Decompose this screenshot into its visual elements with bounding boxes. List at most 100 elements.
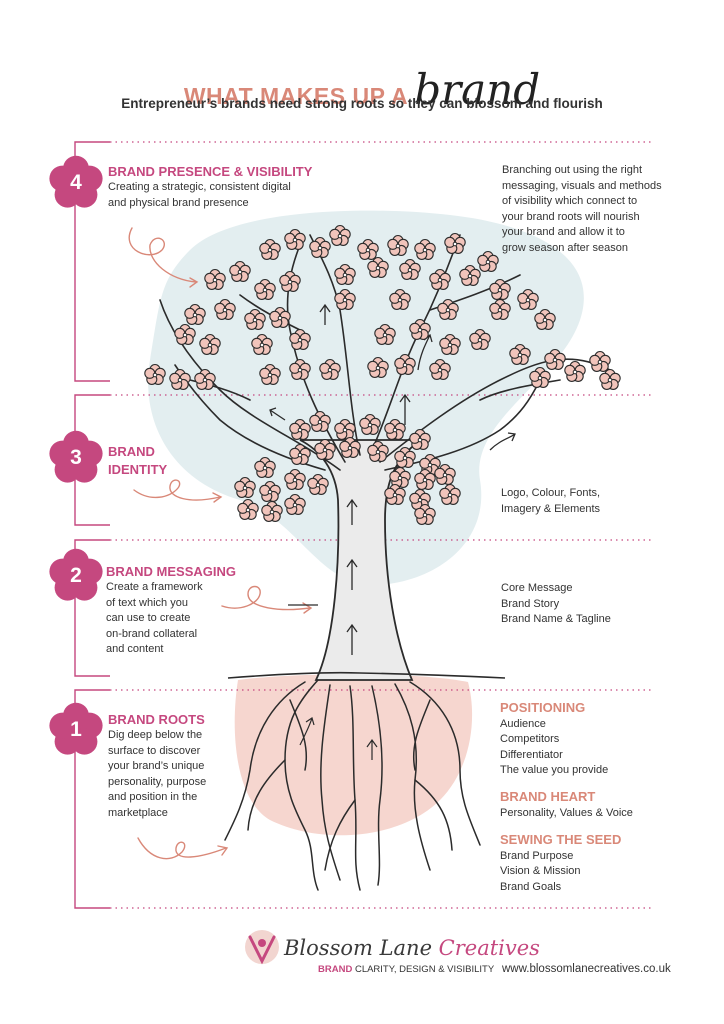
root-arrows: [299, 717, 378, 760]
body-line: can use to create: [106, 612, 191, 625]
flower-icon: [509, 343, 531, 365]
tagline-key: BRAND: [318, 964, 353, 975]
website-url[interactable]: www.blossomlanecreatives.co.uk: [502, 963, 671, 975]
number-badge-flower-icon: [49, 430, 103, 483]
flower-icon: [599, 368, 621, 390]
page-subtitle: Entrepreneur’s brands need strong roots …: [121, 96, 603, 111]
section-brackets: [74, 141, 110, 909]
flower-icon: [284, 468, 306, 490]
logo-part1: Blossom Lane: [284, 936, 439, 960]
logo-part2: Creatives: [438, 936, 540, 960]
logo-monogram-icon: [245, 930, 279, 965]
flower-icon: [289, 358, 311, 380]
blossoms: [144, 224, 621, 525]
section-1-number: 1: [70, 718, 82, 741]
section-3-number: 3: [70, 446, 82, 469]
section-4-body: Creating a strategic, consistent digital…: [108, 180, 291, 211]
flower-icon: [414, 503, 436, 525]
growth-arrows: [269, 303, 516, 655]
flower-icon: [259, 480, 281, 502]
section-3-right-list: Logo, Colour, Fonts, Imagery & Elements: [501, 486, 600, 517]
sewing-the-seed-group: SEWING THE SEED Brand Purpose Vision & M…: [500, 831, 621, 895]
flower-icon: [437, 298, 459, 320]
flower-icon: [339, 436, 361, 458]
flower-icon: [289, 443, 311, 465]
list-item: Competitors: [500, 733, 560, 746]
list-item: Vision & Mission: [500, 865, 581, 878]
flower-icon: [367, 256, 389, 278]
flower-icon: [429, 358, 451, 380]
right-line: of visibility which connect to: [502, 195, 638, 208]
flower-icon: [184, 303, 206, 325]
flower-icon: [234, 476, 256, 498]
brand-tagline: BRAND CLARITY, DESIGN & VISIBILITY: [318, 964, 494, 977]
tagline-rest: CLARITY, DESIGN & VISIBILITY: [352, 964, 495, 975]
flower-icon: [367, 440, 389, 462]
flower-icon: [244, 308, 266, 330]
flower-icon: [414, 238, 436, 260]
group-heading: BRAND HEART: [500, 789, 596, 804]
flower-icon: [319, 358, 341, 380]
list-item: Brand Purpose: [500, 849, 574, 862]
flower-icon: [199, 333, 221, 355]
flower-icon: [529, 366, 551, 388]
flower-icon: [444, 232, 466, 254]
right-line: grow season after season: [502, 242, 628, 255]
section-2-body: Create a framework of text which you can…: [106, 580, 203, 658]
flower-icon: [214, 298, 236, 320]
flower-icon: [269, 306, 291, 328]
flower-icon: [489, 278, 511, 300]
section-1-heading: BRAND ROOTS: [108, 712, 205, 727]
flower-icon: [589, 350, 611, 372]
flower-icon: [399, 258, 421, 280]
title-prefix: WHAT MAKES UP A: [183, 83, 408, 109]
section-3-heading: BRAND IDENTITY: [108, 443, 167, 478]
flower-icon: [259, 363, 281, 385]
group-heading: SEWING THE SEED: [500, 832, 622, 847]
flower-icon: [357, 238, 379, 260]
flower-icon: [387, 234, 409, 256]
flower-icon: [534, 308, 556, 330]
section-2-heading: BRAND MESSAGING: [106, 564, 237, 579]
flower-icon: [469, 328, 491, 350]
list-item: Audience: [500, 717, 546, 730]
flower-icon: [284, 228, 306, 250]
heading-line: IDENTITY: [108, 461, 168, 477]
flower-icon: [174, 323, 196, 345]
flower-icon: [367, 356, 389, 378]
list-item: Logo, Colour, Fonts,: [501, 487, 601, 499]
body-line: on-brand collateral: [106, 627, 198, 640]
body-line: personality, purpose: [108, 775, 207, 788]
flower-icon: [329, 224, 351, 246]
flower-icon: [384, 483, 406, 505]
section-2-right-list: Core Message Brand Story Brand Name & Ta…: [501, 581, 611, 628]
flower-icon: [289, 418, 311, 440]
flower-icon: [261, 500, 283, 522]
flower-icon: [284, 493, 306, 515]
flower-icon: [489, 298, 511, 320]
flower-icon: [439, 333, 461, 355]
flower-icon: [279, 270, 301, 292]
body-line: Create a framework: [106, 581, 203, 593]
section-2-number: 2: [70, 564, 82, 587]
flower-icon: [194, 368, 216, 390]
body-line: marketplace: [108, 807, 168, 820]
flower-icon: [144, 363, 166, 385]
flower-icon: [389, 466, 411, 488]
flower-icon: [254, 278, 276, 300]
flower-icon: [314, 438, 336, 460]
heading-line: BRAND: [108, 444, 155, 459]
flower-icon: [334, 288, 356, 310]
body-line: Creating a strategic, consistent digital: [108, 181, 291, 193]
body-line: and content: [106, 643, 164, 656]
right-line: messaging, visuals and methods: [502, 179, 662, 192]
list-item: The value you provide: [500, 764, 609, 777]
number-badge-flower-icon: [49, 155, 103, 208]
title-script: brand: [414, 65, 541, 114]
flower-icon: [394, 353, 416, 375]
flower-icon: [254, 456, 276, 478]
group-heading: POSITIONING: [500, 700, 586, 715]
right-line: your brand and allow it to: [502, 226, 625, 239]
flower-icon: [439, 483, 461, 505]
